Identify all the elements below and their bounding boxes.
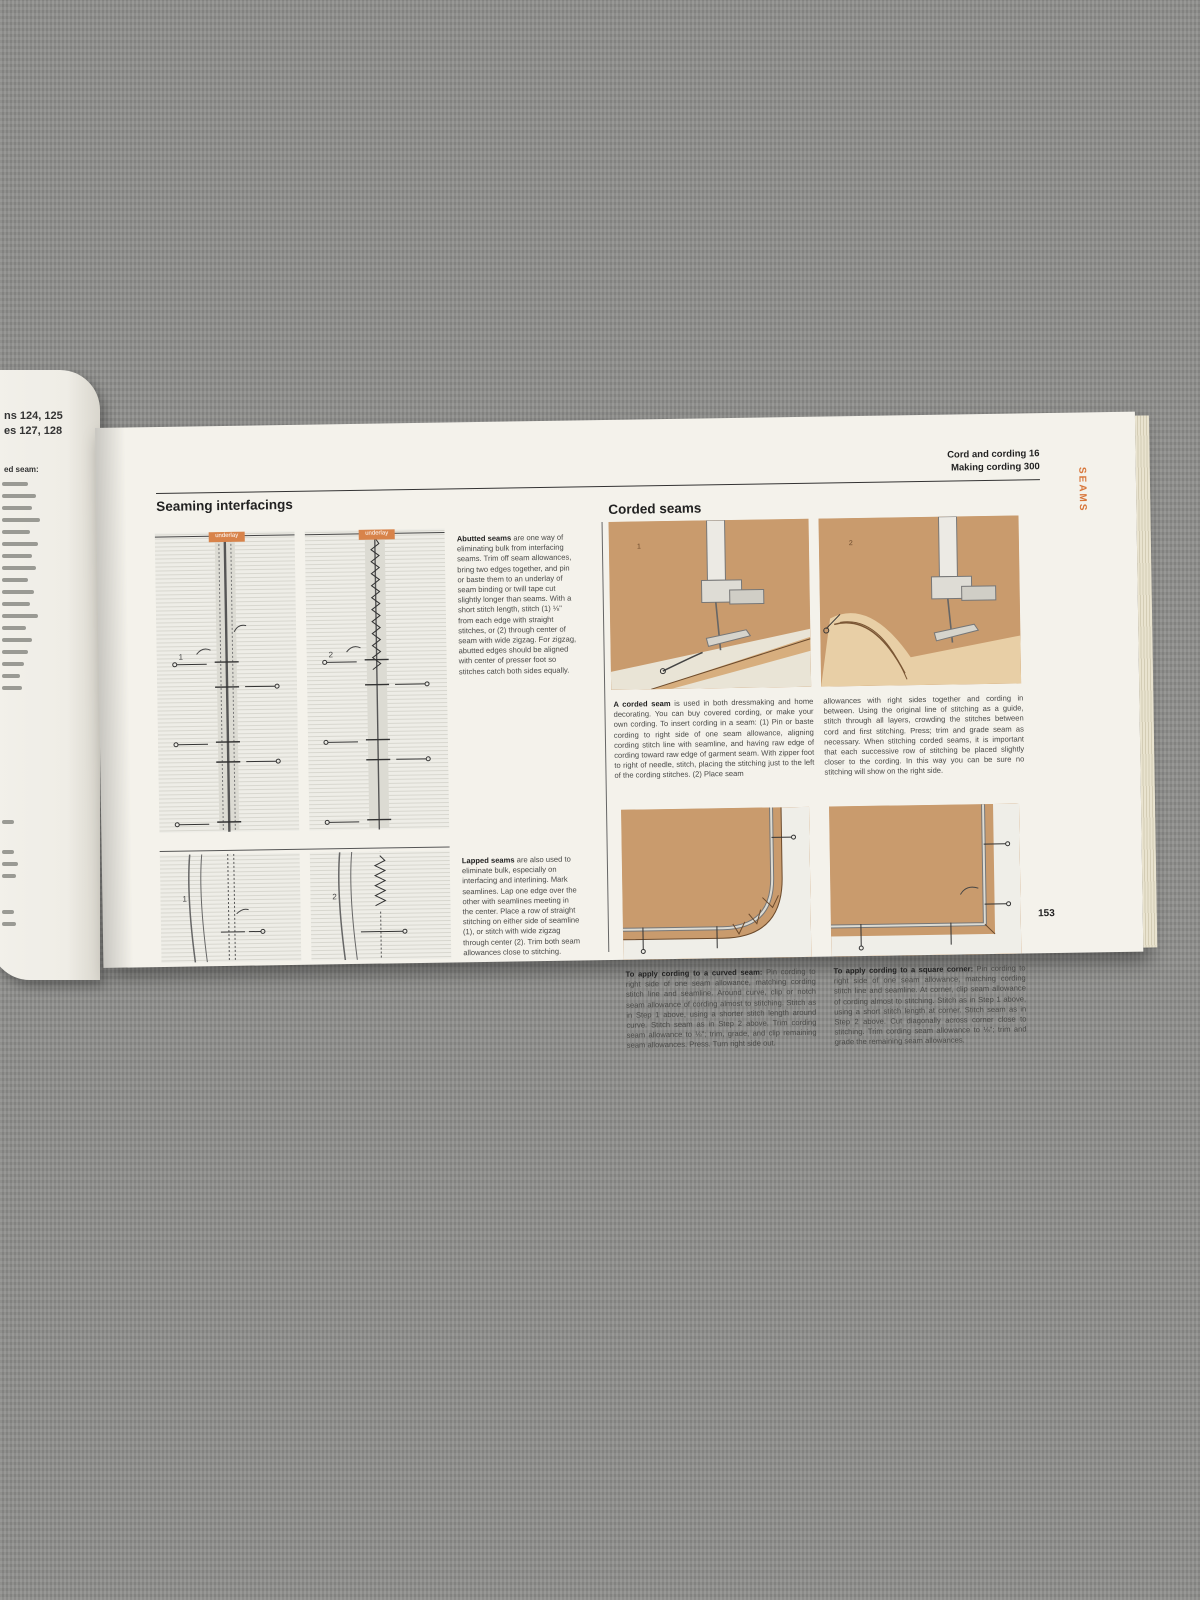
abutted-seam-illustration-1: underlay 1 xyxy=(154,530,300,834)
lapped-seam-illustration-2: 2 xyxy=(309,850,452,961)
step-number: 2 xyxy=(332,892,337,902)
step-number: 1 xyxy=(178,652,184,662)
text-fragment xyxy=(2,686,22,690)
text-fragment xyxy=(2,482,28,486)
text-fragment xyxy=(2,638,32,642)
text-fragment xyxy=(2,590,34,594)
text-fragment xyxy=(2,922,16,926)
underlay-tag: underlay xyxy=(358,528,395,540)
column-divider xyxy=(601,522,610,953)
text-fragment xyxy=(2,910,14,914)
text-fragment xyxy=(2,614,38,618)
abutted-seams-paragraph: Abutted seams are one way of eliminating… xyxy=(457,532,577,677)
text-fragment xyxy=(2,506,32,510)
header-rule xyxy=(156,479,1040,495)
curved-seam-paragraph: To apply cording to a curved seam: Pin c… xyxy=(626,967,817,1052)
abutted-seams-lead: Abutted seams xyxy=(456,533,512,544)
text-fragment xyxy=(2,850,14,854)
lapped-seams-text: are also used to eliminate bulk, especia… xyxy=(461,854,581,958)
panel-number: 1 xyxy=(636,543,641,551)
step-number: 1 xyxy=(182,894,187,904)
page-number: 153 xyxy=(1037,907,1055,920)
text-fragment xyxy=(2,566,36,570)
left-page-fragment: ns 124, 125 es 127, 128 ed seam: xyxy=(0,370,100,980)
corded-seam-lead: A corded seam xyxy=(613,698,671,709)
text-fragment xyxy=(2,530,30,534)
curved-seam-illustration xyxy=(621,806,812,960)
left-page-fragment-label: ed seam: xyxy=(4,465,39,474)
page-edges xyxy=(1134,415,1158,948)
curved-seam-lead: To apply cording to a curved seam: xyxy=(625,967,763,979)
text-fragment xyxy=(2,578,28,582)
corded-seam-paragraph: A corded seam is used in both dressmakin… xyxy=(613,697,814,782)
corded-seam-step-1-illustration: 1 xyxy=(608,518,812,690)
panel-number: 2 xyxy=(848,540,853,548)
lapped-seam-illustration-1: 1 xyxy=(159,852,302,964)
text-fragment xyxy=(2,494,36,498)
lapped-seams-paragraph: Lapped seams are also used to eliminate … xyxy=(462,854,582,958)
cross-ref-making-cording: Making cording 300 xyxy=(950,461,1040,474)
text-fragment xyxy=(2,626,26,630)
cross-references: Cord and cording 16 Making cording 300 xyxy=(947,447,1040,474)
text-fragment xyxy=(2,874,16,878)
text-fragment xyxy=(2,662,24,666)
text-fragment xyxy=(2,820,14,824)
text-fragment xyxy=(2,674,20,678)
left-page-ref-1: ns 124, 125 xyxy=(4,410,63,422)
text-fragment xyxy=(2,602,30,606)
square-corner-illustration xyxy=(829,803,1022,957)
curved-seam-text: Pin cording to right side of one seam al… xyxy=(625,966,817,1051)
square-corner-paragraph: To apply cording to a square corner: Pin… xyxy=(834,963,1027,1048)
section-title-seaming-interfacings: Seaming interfacings xyxy=(156,496,293,515)
text-fragment xyxy=(2,650,28,654)
abutted-seam-illustration-2: underlay 2 xyxy=(304,528,450,831)
step-number: 2 xyxy=(328,650,334,660)
text-fragment xyxy=(2,518,40,522)
underlay-tag: underlay xyxy=(208,530,245,543)
abutted-seams-text: are one way of eliminating bulk from int… xyxy=(456,532,577,676)
left-page-ref-2: es 127, 128 xyxy=(4,425,63,437)
lapped-seams-lead: Lapped seams xyxy=(461,855,515,866)
section-tab: SEAMS xyxy=(1076,466,1089,513)
text-fragment xyxy=(2,862,18,866)
book-page: Cord and cording 16 Making cording 300 S… xyxy=(95,411,1158,1050)
text-fragment xyxy=(2,554,32,558)
corded-seam-text: is used in both dressmaking and home dec… xyxy=(613,696,815,781)
corded-seam-step-2-illustration: 2 xyxy=(818,515,1022,687)
corded-seam-paragraph-continued: allowances with right sides together and… xyxy=(823,693,1025,778)
text-fragment xyxy=(2,542,38,546)
section-title-corded-seams: Corded seams xyxy=(608,500,702,517)
square-corner-lead: To apply cording to a square corner: xyxy=(833,964,974,976)
square-corner-text: Pin cording to right side of one seam al… xyxy=(833,963,1027,1047)
